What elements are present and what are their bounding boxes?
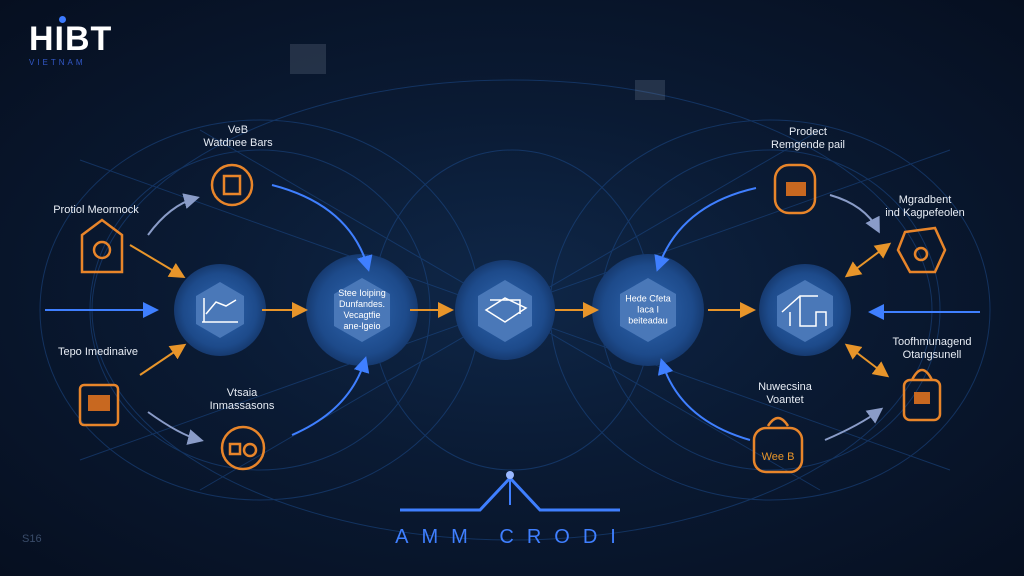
shield-icon (896, 226, 947, 274)
hub-4 (592, 254, 704, 366)
terminal-icon (78, 383, 120, 427)
hibt-logo: HIBT VIETNAM (29, 16, 113, 67)
house-icon (80, 218, 124, 274)
wallet-icon (210, 163, 254, 207)
logo-dot (59, 16, 66, 23)
hubs (174, 254, 851, 366)
bag-icon (752, 416, 804, 474)
lock-icon (902, 368, 942, 422)
chart-icon (202, 298, 238, 323)
gear-icon (220, 425, 266, 471)
node-badge: Wee B (762, 451, 795, 463)
hub-5 (759, 264, 851, 356)
hub-3 (455, 260, 555, 360)
hub-2 (306, 254, 418, 366)
building-icon (781, 295, 827, 327)
node-label: Tepo Imedinaive (57, 346, 139, 358)
bottom-logo-mark (400, 471, 620, 512)
arrows (45, 184, 980, 445)
device-icon (773, 163, 817, 215)
platform-icon (484, 297, 528, 323)
hub-1 (174, 264, 266, 356)
nodes (78, 163, 947, 474)
logo-subtitle: VIETNAM (29, 58, 86, 67)
bottom-title: AMM CRODI (395, 526, 629, 548)
blurred-text (635, 80, 665, 100)
node-label: Protiol Meormock (53, 204, 139, 216)
corner-text: S16 (22, 533, 42, 545)
logo-text: HIBT (29, 20, 113, 58)
blurred-text (290, 44, 326, 74)
